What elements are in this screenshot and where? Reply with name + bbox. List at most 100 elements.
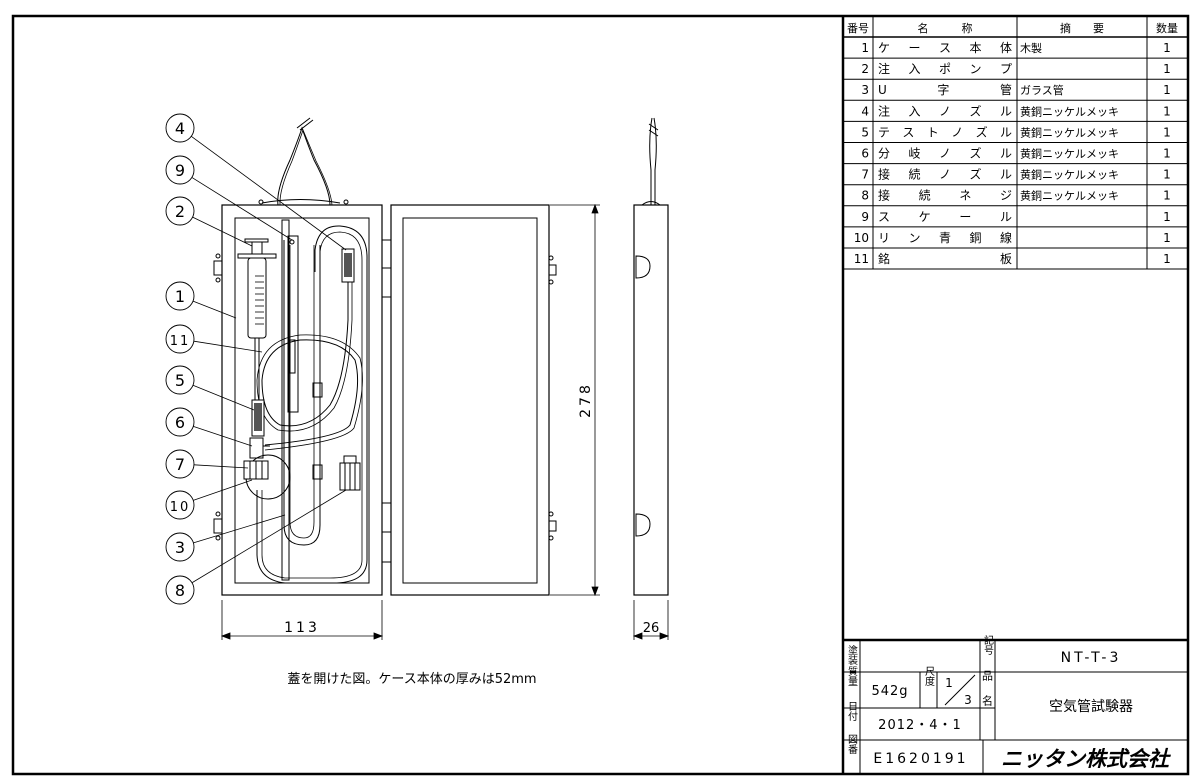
parts-no: 11 <box>854 252 869 266</box>
parts-name: 注 入 ポ ン プ <box>878 61 1012 76</box>
dim-width: 113 <box>284 620 320 636</box>
callout-10: 10 <box>165 479 253 520</box>
sheet-border <box>11 14 1190 776</box>
callout-number: 5 <box>175 371 185 390</box>
paint-label: 塗装 <box>846 644 858 666</box>
callout-7: 7 <box>165 449 249 479</box>
callout-6: 6 <box>165 407 253 447</box>
parts-qty: 1 <box>1163 168 1171 182</box>
header-summary: 摘 要 <box>1060 21 1104 35</box>
drawing-caption: 蓋を開けた図。ケース本体の厚みは52mm <box>287 672 536 687</box>
callout-11: 11 <box>165 324 263 354</box>
parts-no: 2 <box>861 62 869 76</box>
callout-number: 10 <box>170 500 191 515</box>
parts-qty: 1 <box>1163 189 1171 203</box>
parts-qty: 1 <box>1163 210 1171 224</box>
callout-5: 5 <box>165 365 255 411</box>
dim-height: 278 <box>578 382 594 418</box>
parts-summary: 黄銅ニッケルメッキ <box>1020 125 1119 139</box>
parts-no: 4 <box>861 104 869 118</box>
callout-number: 1 <box>175 287 185 306</box>
callout-4: 4 <box>165 113 347 251</box>
parts-name: 接 続 ノ ズ ル <box>878 167 1012 182</box>
parts-qty: 1 <box>1163 41 1171 55</box>
product-value: 空気管試験器 <box>1049 699 1133 715</box>
callout-number: 2 <box>175 202 185 221</box>
dimensions <box>220 203 670 640</box>
callout-number: 11 <box>170 334 191 349</box>
parts-name: ケ ー ス 本 体 <box>878 41 1012 55</box>
callout-2: 2 <box>165 196 253 247</box>
parts-name: ス ケ ー ル <box>878 210 1012 224</box>
parts-name: U 字 管 <box>878 82 1012 97</box>
parts-qty: 1 <box>1163 125 1171 139</box>
parts-no: 7 <box>861 168 869 182</box>
title-block: 塗装 記号 NT-T-3 質量 542g 尺度 1 3 品名 空気管試験器 日付… <box>843 634 1188 774</box>
callout-9: 9 <box>165 155 293 241</box>
scale-label: 尺度 <box>923 666 935 687</box>
callout-3: 3 <box>165 514 286 562</box>
parts-qty: 1 <box>1163 104 1171 118</box>
symbol-value: NT-T-3 <box>1061 650 1122 666</box>
parts-name: リ ン 青 銅 線 <box>878 230 1012 245</box>
table-row: 11 銘 板 1 <box>854 251 1171 266</box>
scale-denominator: 3 <box>964 693 972 707</box>
parts-no: 8 <box>861 189 869 203</box>
header-name: 名 称 <box>918 21 973 35</box>
company-logo: ニッタン株式会社 <box>1001 747 1171 771</box>
parts-qty: 1 <box>1163 231 1171 245</box>
case-body-view <box>213 117 392 596</box>
table-row: 9 ス ケ ー ル 1 <box>861 210 1170 224</box>
parts-no: 6 <box>861 147 869 161</box>
parts-no: 9 <box>861 210 869 224</box>
parts-summary: 黄銅ニッケルメッキ <box>1020 168 1119 182</box>
parts-summary: 木製 <box>1020 41 1042 55</box>
parts-name: 接 続 ネ ジ <box>878 188 1012 203</box>
table-row: 4 注 入 ノ ズ ル黄銅ニッケルメッキ 1 <box>861 103 1170 118</box>
mass-value: 542g <box>871 684 908 699</box>
parts-qty: 1 <box>1163 147 1171 161</box>
parts-no: 5 <box>861 125 869 139</box>
parts-name: テ ス ト ノ ズ ル <box>878 124 1012 139</box>
callout-1: 1 <box>165 281 237 319</box>
symbol-label: 記号 <box>982 634 994 656</box>
drawing-no-label: 図番 <box>846 734 858 755</box>
product-label: 品名 <box>981 670 994 720</box>
parts-name: 分 岐 ノ ズ ル <box>878 146 1012 161</box>
parts-qty: 1 <box>1163 83 1171 97</box>
callout-number: 7 <box>175 455 185 474</box>
header-no: 番号 <box>847 22 869 35</box>
parts-summary: 黄銅ニッケルメッキ <box>1020 104 1119 118</box>
parts-summary: ガラス管 <box>1020 83 1064 97</box>
date-value: 2012・4・1 <box>878 718 962 733</box>
callout-8: 8 <box>165 489 347 605</box>
parts-name: 銘 板 <box>878 251 1012 266</box>
dim-depth: 26 <box>643 621 660 636</box>
mass-label: 質量 <box>846 665 858 686</box>
parts-summary: 黄銅ニッケルメッキ <box>1020 147 1119 161</box>
parts-qty: 1 <box>1163 252 1171 266</box>
parts-no: 3 <box>861 83 869 97</box>
table-row: 6 分 岐 ノ ズ ル黄銅ニッケルメッキ 1 <box>861 146 1170 161</box>
case-lid-view <box>390 204 557 596</box>
header-qty: 数量 <box>1156 22 1178 35</box>
table-row: 2 注 入 ポ ン プ 1 <box>861 61 1170 76</box>
parts-qty: 1 <box>1163 62 1171 76</box>
callout-number: 9 <box>175 161 185 180</box>
drawing-no-value: E1620191 <box>873 751 968 767</box>
table-row: 5 テ ス ト ノ ズ ル黄銅ニッケルメッキ 1 <box>861 124 1170 139</box>
table-row: 1 ケ ー ス 本 体木製 1 <box>861 41 1170 55</box>
parts-no: 1 <box>861 41 869 55</box>
callout-number: 8 <box>175 581 185 600</box>
table-row: 7 接 続 ノ ズ ル黄銅ニッケルメッキ 1 <box>861 167 1170 182</box>
callout-number: 3 <box>175 538 185 557</box>
date-label: 日付 <box>846 701 858 722</box>
parts-no: 10 <box>854 231 869 245</box>
parts-name: 注 入 ノ ズ ル <box>878 103 1012 118</box>
callout-number: 6 <box>175 413 185 432</box>
scale-numerator: 1 <box>945 676 953 690</box>
